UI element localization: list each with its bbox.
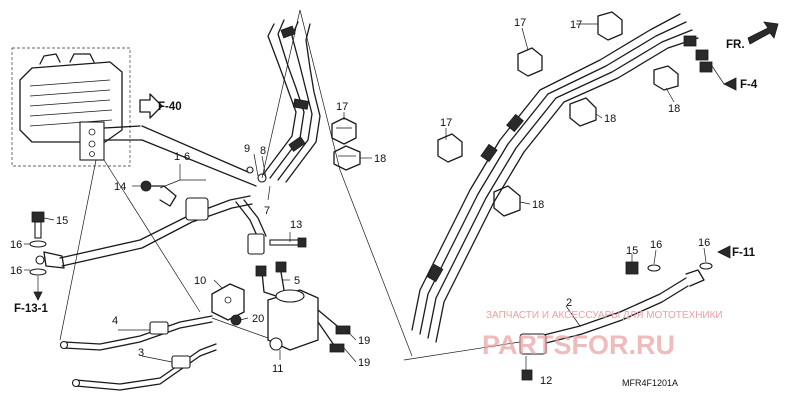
callout-4: 4 <box>112 315 118 327</box>
callout-18-middle: 18 <box>374 153 386 165</box>
washer-16-lower <box>29 268 47 292</box>
clip-18-lower <box>493 185 521 217</box>
ref-arrow-f11: F-11 <box>717 245 756 259</box>
diagram-part-code: MFR4F1201A <box>622 378 678 388</box>
callout-20: 20 <box>252 313 264 325</box>
ref-label-f4: F-4 <box>740 79 758 91</box>
callout-11: 11 <box>272 363 283 375</box>
brake-pipe-bundle-rear <box>299 9 713 357</box>
callout-5: 5 <box>294 275 300 287</box>
callout-14: 14 <box>114 181 126 193</box>
callout-17-center: 17 <box>440 117 452 129</box>
ref-label-f40: F-40 <box>158 101 182 113</box>
callout-17-middle: 17 <box>336 101 348 113</box>
brake-pipe-5 <box>255 261 287 297</box>
callout-2: 2 <box>566 297 572 309</box>
watermark: ЗАПЧАСТИ И АКСЕССУАРЫ ДЛЯ МОТОТЕХНИКИ PA… <box>482 310 723 360</box>
brake-pipe-bundle-upper <box>246 9 321 183</box>
ref-arrow-f4: F-4 <box>723 77 758 91</box>
rear-brake-hose-2 <box>519 269 705 355</box>
callout-8: 8 <box>260 145 266 157</box>
washer-16-rear-left <box>647 264 661 272</box>
watermark-logo: PARTSFOR.RU <box>482 330 675 360</box>
proportioning-valve-11 <box>267 289 351 353</box>
callout-9: 9 <box>244 143 250 155</box>
clip-18-middle <box>333 145 361 171</box>
ref-arrow-f13-1: F-13-1 <box>14 291 48 315</box>
bolt-15-rear <box>625 261 639 275</box>
callout-15-rear: 15 <box>626 245 638 257</box>
clip-17-top-left <box>517 47 543 77</box>
front-brake-hose <box>35 195 267 269</box>
callout-19-lower: 19 <box>358 357 370 369</box>
clip-18-right-top <box>653 65 679 91</box>
ref-label-f11: F-11 <box>732 247 756 259</box>
brake-hose-4 <box>59 315 213 351</box>
ref-label-front: FR. <box>726 39 745 51</box>
watermark-caption: ЗАПЧАСТИ И АКСЕССУАРЫ ДЛЯ МОТОТЕХНИКИ <box>486 310 723 321</box>
callout-18-right-mid: 18 <box>604 113 616 125</box>
brake-hose-3 <box>71 343 217 391</box>
clip-17-top-right <box>597 11 623 41</box>
hose-clamp-14 <box>140 180 177 207</box>
bolt-12 <box>521 356 533 381</box>
bracket-10 <box>211 283 245 326</box>
callout-3: 3 <box>138 347 144 359</box>
callout-19-upper: 19 <box>358 335 370 347</box>
washer-16-upper <box>29 240 47 248</box>
callout-16-left-lower: 16 <box>10 265 22 277</box>
callout-12: 12 <box>540 375 552 387</box>
clip-18-right-mid <box>569 97 597 127</box>
callout-1: 1 <box>174 151 180 163</box>
clip-17-center <box>437 133 463 163</box>
callout-16-rear-left: 16 <box>650 239 662 251</box>
callout-15: 15 <box>56 215 68 227</box>
ref-arrow-f40: F-40 <box>139 93 182 119</box>
bolt-13 <box>269 237 307 248</box>
washer-16-rear-right <box>699 262 713 270</box>
callout-17-top-left: 17 <box>514 17 526 29</box>
callout-17-top-right: 17 <box>570 19 582 31</box>
callout-16-left-upper: 16 <box>10 239 22 251</box>
clip-17-middle <box>331 117 357 145</box>
abs-modulator-unit <box>11 47 143 167</box>
callout-10: 10 <box>194 275 206 287</box>
callout-18-right-top: 18 <box>668 103 680 115</box>
bolt-15 <box>31 211 45 239</box>
front-direction-arrow: FR. <box>726 21 779 51</box>
callout-6: 6 <box>184 151 190 163</box>
callout-7: 7 <box>264 205 270 217</box>
callout-13: 13 <box>290 219 302 231</box>
callout-16-rear-right: 16 <box>698 237 710 249</box>
ref-label-f13-1: F-13-1 <box>14 303 48 315</box>
callout-18-lower: 18 <box>532 199 544 211</box>
